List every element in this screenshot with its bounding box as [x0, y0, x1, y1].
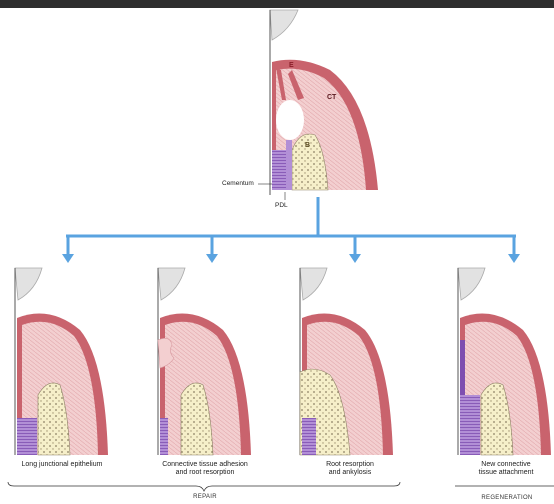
category-regeneration: REGENERATION [462, 494, 552, 502]
category-repair: REPAIR [180, 493, 230, 501]
outcome-panel-2 [158, 268, 251, 455]
outcome-label-3: Root resorption and ankylosis [300, 461, 400, 477]
outcome-panel-4 [458, 268, 551, 455]
arrowhead-2 [206, 254, 218, 263]
cementum-top [272, 150, 288, 190]
label-ct: CT [327, 94, 336, 101]
outcome-panel-1 [15, 268, 108, 455]
outcome-label-4: New connective tissue attachment [458, 461, 554, 477]
label-b: B [305, 142, 310, 149]
defect-space [276, 100, 304, 140]
label-pdl: PDL [275, 202, 288, 210]
top-section [258, 10, 378, 200]
connector-arrows [62, 197, 520, 263]
label-e: E [289, 62, 294, 69]
label-cementum: Cementum [222, 180, 254, 188]
arrowhead-4 [508, 254, 520, 263]
arrowhead-3 [349, 254, 361, 263]
outcome-panel-3 [300, 268, 393, 455]
repair-bracket [8, 482, 400, 491]
pdl-top [286, 140, 292, 190]
outcome-label-1: Long junctional epithelium [2, 461, 122, 469]
arrowhead-1 [62, 254, 74, 263]
tooth-top [270, 10, 298, 40]
outcome-label-2: Connective tissue adhesion and root reso… [140, 461, 270, 477]
